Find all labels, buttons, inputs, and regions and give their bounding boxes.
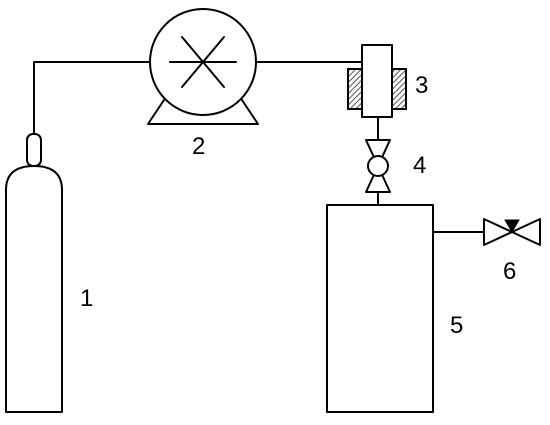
gas-cylinder bbox=[5, 133, 63, 413]
label-cylinder: 1 bbox=[80, 285, 93, 312]
cylinder-valve-head bbox=[26, 133, 42, 167]
label-vessel: 5 bbox=[450, 312, 463, 339]
valve-handwheel bbox=[367, 155, 389, 177]
pump bbox=[147, 8, 259, 125]
heater bbox=[347, 44, 407, 118]
outlet-valve bbox=[483, 218, 541, 246]
label-heater: 3 bbox=[415, 72, 428, 99]
vessel bbox=[326, 204, 434, 413]
heater-body bbox=[361, 44, 393, 118]
label-valve: 4 bbox=[413, 152, 426, 179]
pump-rotor-icon bbox=[169, 36, 237, 88]
label-outlet-valve: 6 bbox=[503, 258, 516, 285]
label-pump: 2 bbox=[192, 133, 205, 160]
outlet-valve-actuator-icon bbox=[504, 219, 520, 233]
pipe-cylinder-to-pump bbox=[33, 61, 151, 135]
valve bbox=[365, 139, 391, 193]
